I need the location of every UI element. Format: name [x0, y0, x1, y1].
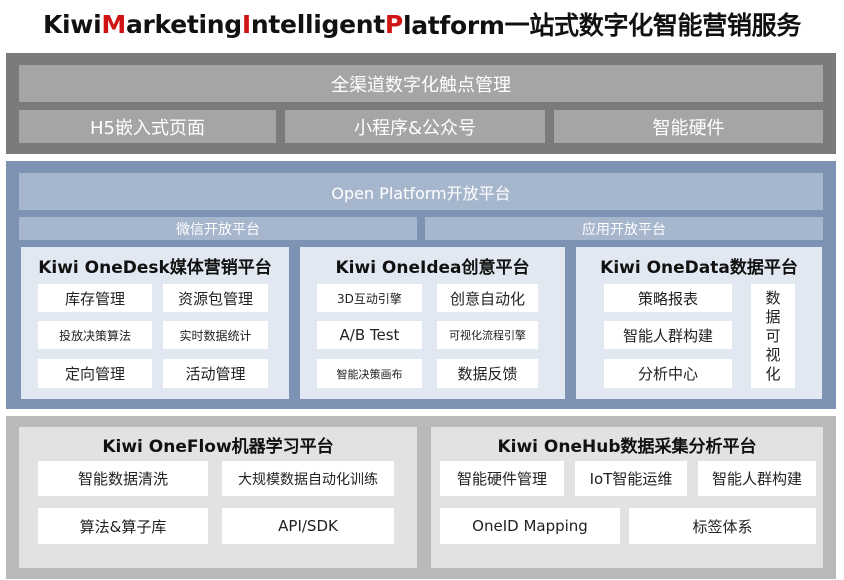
oneflow-card [19, 427, 417, 568]
onehub-item: IoT智能运维 [575, 461, 687, 496]
oneidea-item: 创意自动化 [437, 284, 538, 312]
touchpoint-h5: H5嵌入式页面 [19, 110, 276, 143]
oneflow-title: Kiwi OneFlow机器学习平台 [102, 436, 334, 457]
app-open-platform: 应用开放平台 [425, 217, 823, 240]
onedata-item: 策略报表 [604, 284, 732, 312]
data-visualization-char: 视 [765, 345, 781, 364]
onedesk-item: 库存管理 [38, 284, 152, 312]
oneflow-item: 算法&算子库 [38, 508, 208, 544]
onehub-item: 标签体系 [629, 508, 816, 544]
onedesk-item: 投放决策算法 [38, 321, 152, 349]
onedata-item: 分析中心 [604, 359, 732, 388]
oneidea-title: Kiwi OneIdea创意平台 [335, 257, 530, 278]
title-part: arketing [125, 9, 242, 39]
oneflow-item: 大规模数据自动化训练 [222, 461, 394, 496]
touchpoint-header: 全渠道数字化触点管理 [19, 65, 823, 102]
title-part-highlight: M [101, 9, 126, 39]
onehub-item: 智能硬件管理 [440, 461, 564, 496]
onedesk-item: 定向管理 [38, 359, 152, 388]
title-part: Kiwi [42, 9, 102, 39]
data-visualization-char: 数 [765, 288, 781, 307]
title-part-highlight: I [241, 9, 251, 39]
data-visualization-box: 数 据 可 视 化 [751, 284, 795, 388]
onedesk-item: 资源包管理 [163, 284, 268, 312]
title-part-highlight: P [384, 9, 403, 39]
onedata-item: 智能人群构建 [604, 321, 732, 349]
oneidea-item: 数据反馈 [437, 359, 538, 388]
wechat-open-platform: 微信开放平台 [19, 217, 417, 240]
data-visualization-char: 化 [765, 364, 781, 383]
touchpoint-hardware: 智能硬件 [554, 110, 823, 143]
onedesk-item: 实时数据统计 [163, 321, 268, 349]
oneidea-item: 智能决策画布 [317, 359, 422, 388]
onehub-item: 智能人群构建 [698, 461, 816, 496]
onedesk-title: Kiwi OneDesk媒体营销平台 [38, 257, 272, 278]
onehub-item: OneID Mapping [440, 508, 620, 544]
touchpoint-miniprogram: 小程序&公众号 [285, 110, 545, 143]
data-visualization-char: 据 [765, 307, 781, 326]
oneidea-item: A/B Test [317, 321, 422, 349]
data-visualization-char: 可 [765, 326, 781, 345]
onedesk-item: 活动管理 [163, 359, 268, 388]
oneidea-item: 3D互动引擎 [317, 284, 422, 312]
title-part: latform一站式数字化智能营销服务 [402, 11, 802, 40]
oneflow-item: 智能数据清洗 [38, 461, 208, 496]
title-part: ntelligent [250, 9, 385, 39]
oneflow-item: API/SDK [222, 508, 394, 544]
onehub-title: Kiwi OneHub数据采集分析平台 [497, 436, 757, 457]
open-platform-header: Open Platform开放平台 [19, 173, 823, 210]
oneidea-item: 可视化流程引擎 [437, 321, 538, 349]
onedata-title: Kiwi OneData数据平台 [600, 257, 798, 278]
onehub-card [431, 427, 823, 568]
